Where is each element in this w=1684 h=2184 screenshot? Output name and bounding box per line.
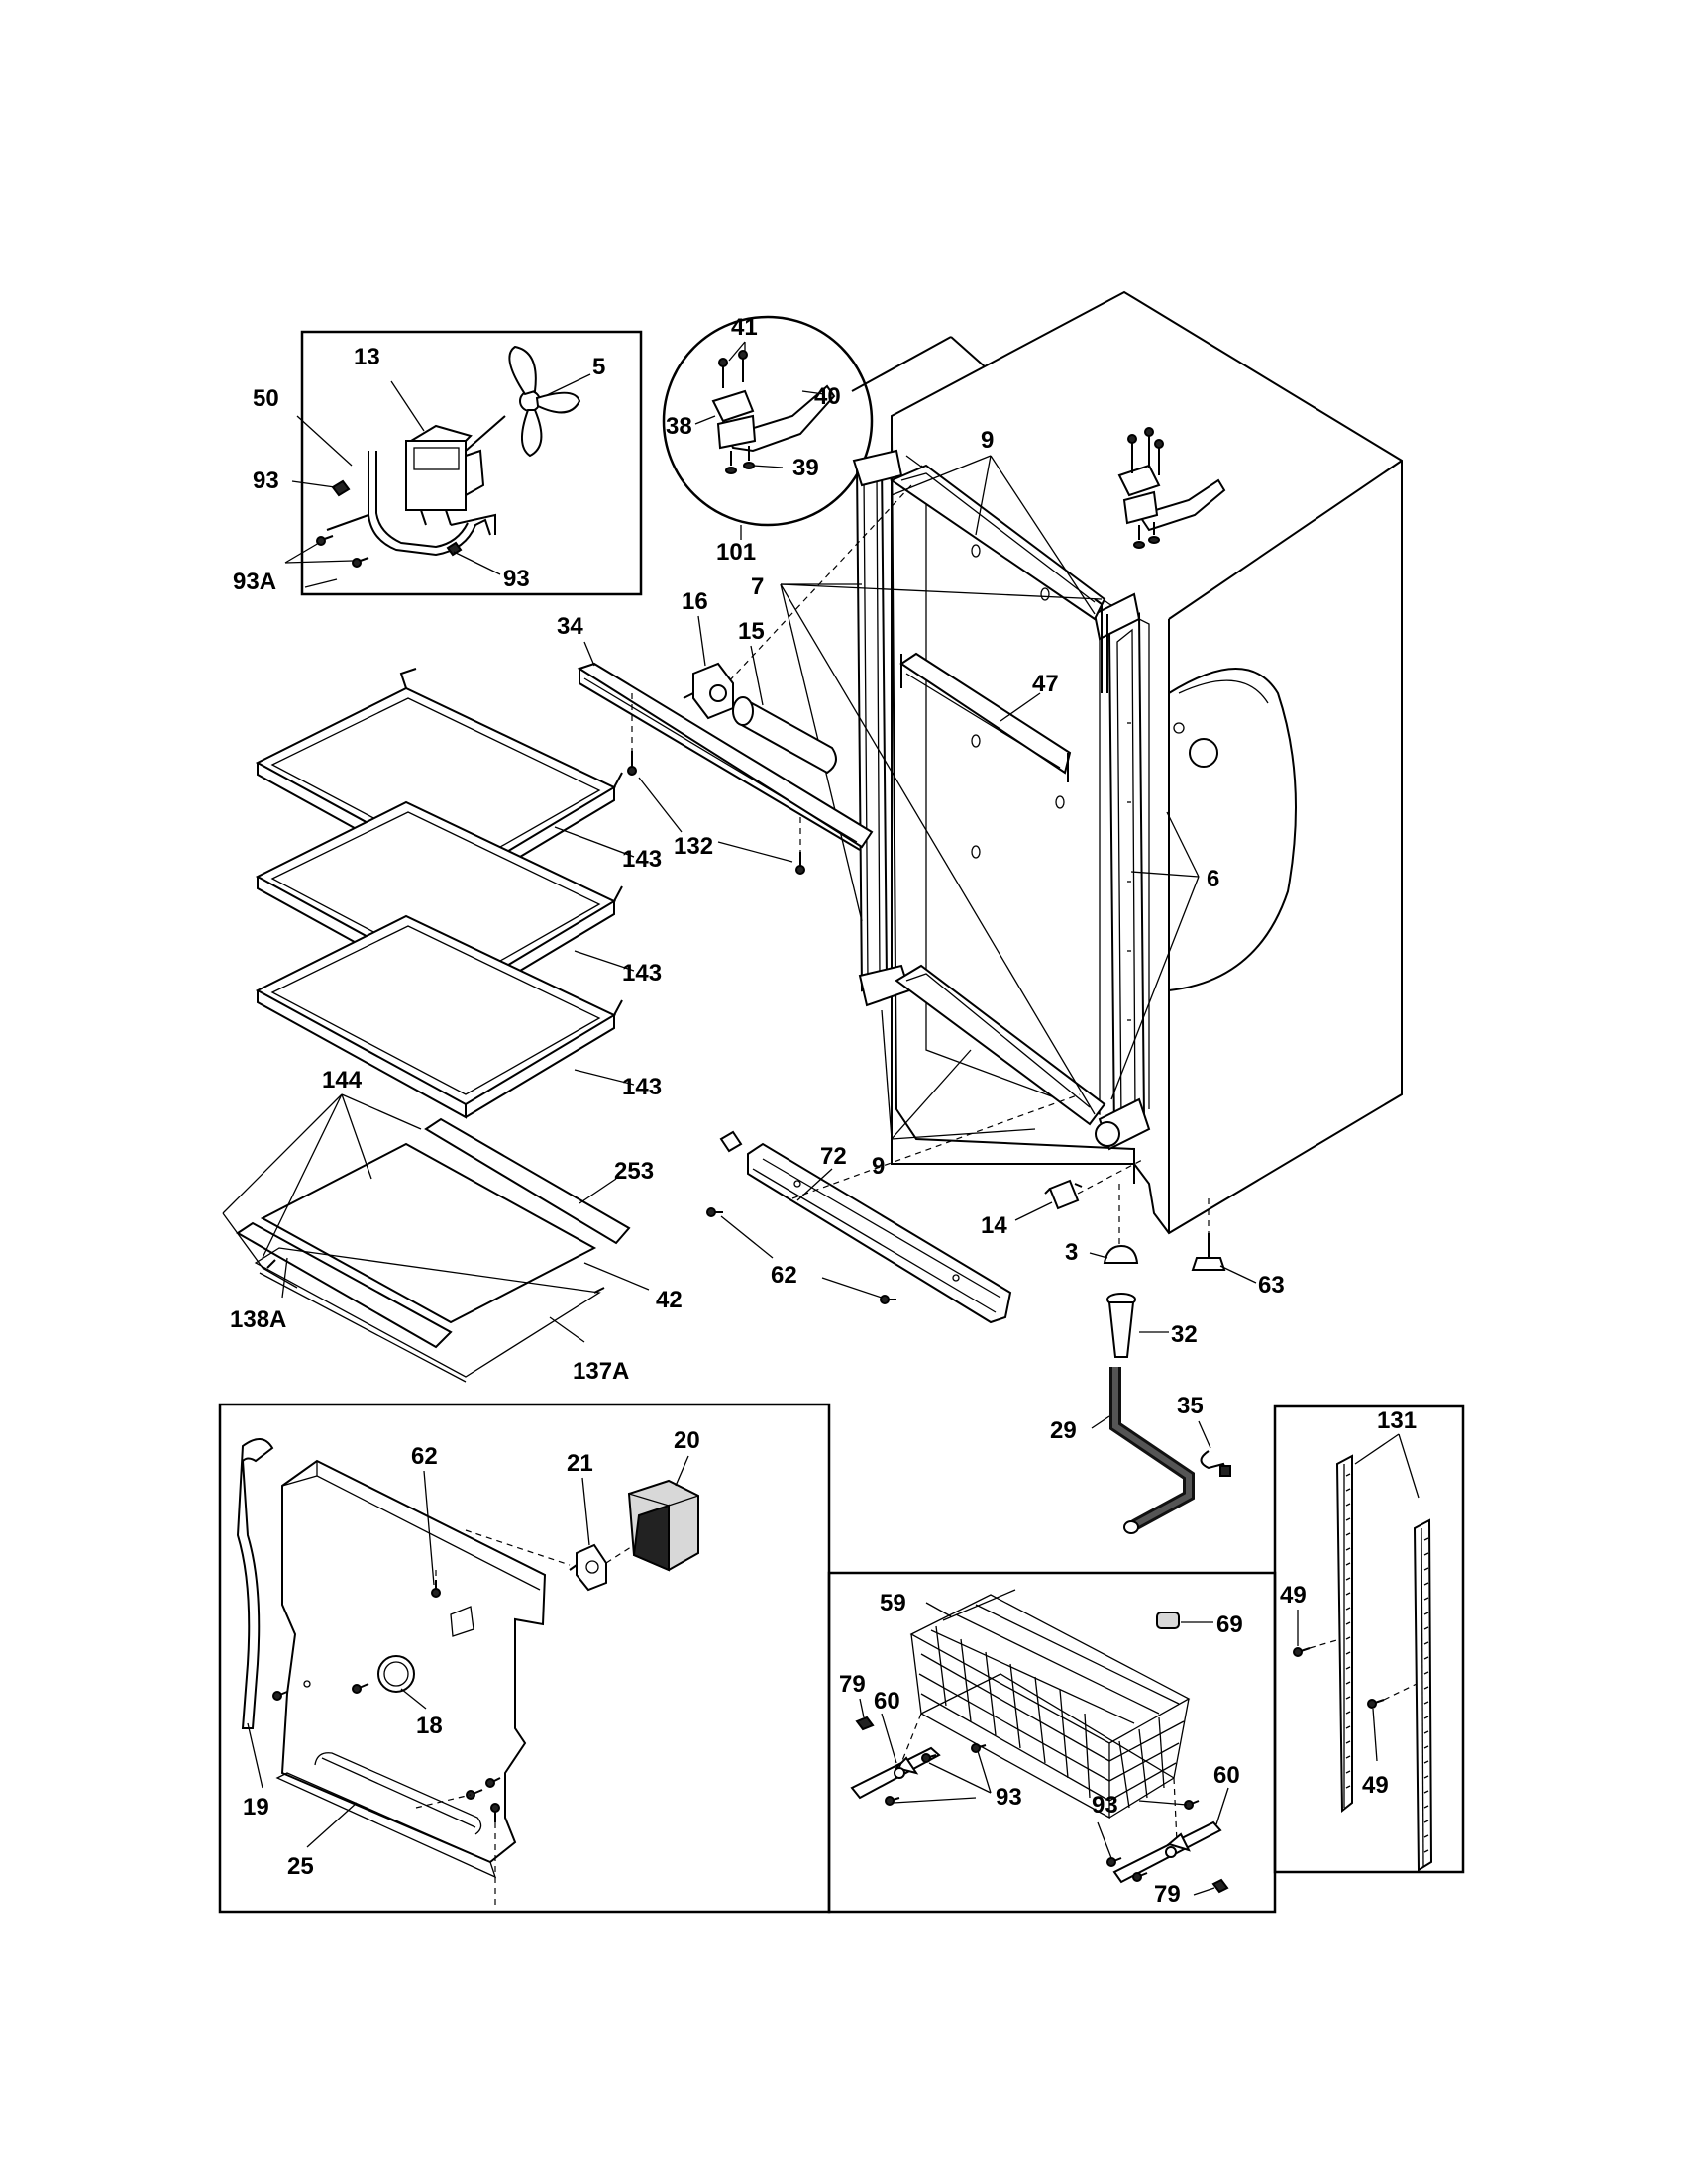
hinge-detail-inset: 41 40 38 39 101	[662, 314, 1130, 566]
door-frame-gaskets: 7 9 9 6	[712, 427, 1219, 1180]
callout-21: 21	[567, 1450, 593, 1477]
callout-131: 131	[1377, 1407, 1417, 1434]
callout-20: 20	[674, 1427, 700, 1454]
control-bracket-group: 34 16 15 132	[557, 588, 874, 875]
callout-34: 34	[557, 613, 583, 640]
callout-62-cover: 62	[411, 1443, 438, 1470]
callout-63: 63	[1258, 1272, 1285, 1299]
slide-left-part-60: 60	[850, 1688, 941, 1800]
callout-143-top: 143	[622, 846, 662, 873]
callout-32: 32	[1171, 1321, 1198, 1348]
callout-62-kickplate: 62	[771, 1262, 797, 1289]
thermostat-part-16: 16	[682, 588, 734, 720]
wire-basket-part-59	[909, 1589, 1191, 1820]
fan-motor-inset: 50 93 93A 93 13 5	[233, 330, 643, 596]
callout-40: 40	[814, 383, 841, 410]
callout-41: 41	[731, 314, 758, 341]
callout-138A: 138A	[230, 1306, 286, 1333]
callout-72: 72	[820, 1143, 847, 1170]
callout-29: 29	[1050, 1417, 1077, 1444]
basket-inset: 59 69 60 79 93 60	[827, 1571, 1277, 1914]
callout-35: 35	[1177, 1393, 1204, 1419]
sensor-part-15: 15	[732, 618, 837, 775]
callout-69: 69	[1216, 1612, 1243, 1638]
callout-3: 3	[1065, 1239, 1078, 1266]
callout-93-basket-left: 93	[996, 1784, 1022, 1811]
callout-19: 19	[243, 1794, 269, 1820]
callout-38: 38	[666, 413, 692, 440]
callout-132: 132	[674, 833, 713, 860]
timer-cover-part-20: 20	[627, 1427, 700, 1572]
callout-18: 18	[416, 1713, 443, 1739]
switch-part-14: 14	[981, 1158, 1145, 1239]
callout-60-left: 60	[874, 1688, 900, 1715]
callout-93A: 93A	[233, 569, 276, 595]
callout-42: 42	[656, 1287, 683, 1313]
shelf-support-part-47: 47	[899, 652, 1072, 782]
callout-5: 5	[592, 354, 605, 380]
callout-137A: 137A	[573, 1358, 629, 1385]
callout-79-right: 79	[1154, 1881, 1181, 1908]
fan-blade-part-5	[508, 345, 581, 458]
callout-144: 144	[322, 1067, 363, 1093]
crisper-cover-group: 144 253 42 138A 137A	[222, 1067, 683, 1385]
callout-14: 14	[981, 1212, 1007, 1239]
callout-60-right: 60	[1213, 1762, 1240, 1789]
callout-9-bottom: 9	[872, 1153, 885, 1180]
slide-right-part-60: 60	[1112, 1762, 1240, 1884]
callout-79-left: 79	[839, 1671, 866, 1698]
callout-39: 39	[792, 455, 819, 481]
wire-shelves: 143 143 143	[255, 668, 662, 1119]
callout-93-motor: 93	[503, 566, 530, 592]
shelf-part-143-bottom: 143	[255, 914, 662, 1119]
kickplate-group: 72 62 14	[706, 1093, 1145, 1324]
callout-49-right: 49	[1362, 1772, 1389, 1799]
standard-slots-right	[1423, 1537, 1429, 1853]
callout-59: 59	[880, 1590, 906, 1616]
callout-93-basket-right: 93	[1092, 1792, 1118, 1819]
callout-13: 13	[354, 344, 380, 370]
callout-143-bottom: 143	[622, 1074, 662, 1100]
callout-93-left: 93	[253, 468, 279, 494]
drain-group: 3 32 29 35 63	[1050, 1184, 1285, 1534]
callout-7: 7	[751, 573, 764, 600]
standard-slots-left	[1345, 1473, 1351, 1789]
callout-49-left: 49	[1280, 1582, 1307, 1609]
callout-143-middle: 143	[622, 960, 662, 987]
callout-25: 25	[287, 1853, 314, 1880]
callout-9-top: 9	[981, 427, 994, 454]
callout-50: 50	[253, 385, 279, 412]
callout-253: 253	[614, 1158, 654, 1185]
evaporator-cover-inset: 19 18 62 21 20	[218, 1403, 831, 1914]
callout-15: 15	[738, 618, 765, 645]
shelf-standards-inset: 131 49 49	[1273, 1404, 1465, 1874]
callout-6: 6	[1207, 866, 1219, 892]
callout-101: 101	[716, 539, 756, 566]
callout-16: 16	[682, 588, 708, 615]
callout-47: 47	[1032, 671, 1059, 697]
cabinet	[891, 290, 1403, 1235]
